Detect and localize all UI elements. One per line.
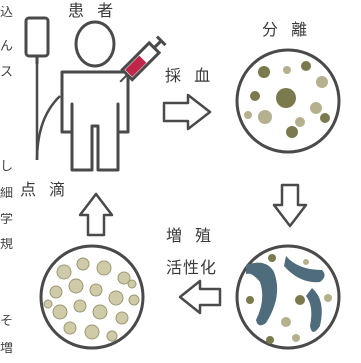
cropped-edge-text: 込 ん ス し 細 学 規 そ 増 [0, 0, 14, 363]
label-proliferation: 増 殖 [166, 226, 216, 245]
patient-figure-icon [60, 20, 130, 172]
edge-char: ス [0, 66, 14, 79]
label-activation: 活性化 [166, 258, 218, 277]
arrow-right-icon [162, 93, 212, 131]
label-separation: 分 離 [262, 20, 312, 39]
edge-char: し [0, 160, 14, 173]
edge-char: そ [0, 315, 14, 328]
proliferated-cells-circle [39, 244, 145, 350]
syringe-icon [119, 35, 167, 83]
label-patient: 患 者 [68, 1, 118, 20]
arrow-up-icon [78, 192, 114, 237]
edge-char: ん [0, 40, 14, 53]
edge-char: 規 [0, 238, 14, 251]
edge-char: 細 [0, 187, 14, 200]
label-infusion: 点 滴 [20, 180, 70, 199]
separated-cells-circle [235, 48, 341, 154]
arrow-down-icon [272, 183, 308, 228]
label-blood-draw: 採 血 [165, 66, 215, 85]
arrow-left-icon [178, 279, 222, 315]
edge-char: 込 [0, 6, 14, 19]
activated-cells-circle [235, 244, 341, 350]
iv-drip-bag-icon [24, 16, 61, 161]
edge-char: 増 [0, 342, 14, 355]
edge-char: 学 [0, 213, 14, 226]
